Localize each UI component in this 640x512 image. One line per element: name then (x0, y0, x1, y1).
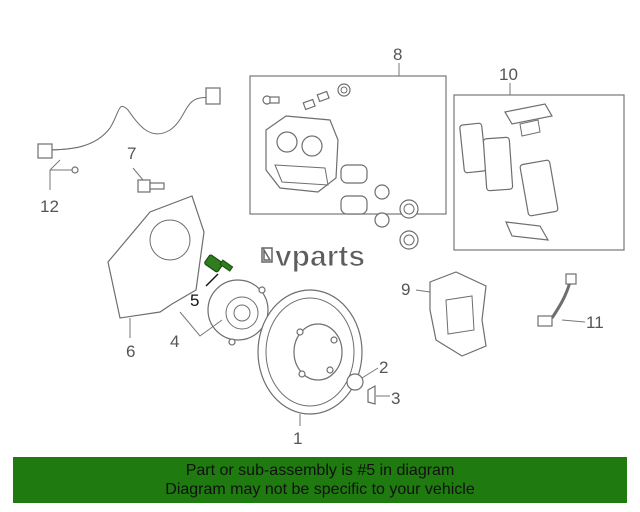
callout-5: 5 (190, 291, 199, 310)
callout-3: 3 (391, 389, 400, 408)
callout-9: 9 (401, 280, 410, 299)
vparts-watermark: vparts (261, 240, 366, 274)
brake-hose (537, 273, 586, 327)
abs-sensor-harness (37, 87, 221, 190)
caliper-bracket (415, 271, 487, 357)
callout-4: 4 (170, 332, 179, 351)
parts-diagram: 1 2 3 4 5 6 7 8 9 10 11 12 vparts (37, 45, 625, 448)
callout-1: 1 (293, 429, 302, 448)
nut-and-clip (346, 367, 390, 405)
callout-11: 11 (586, 313, 604, 332)
wheel-stud-bolt (204, 254, 234, 287)
info-banner: Part or sub-assembly is #5 in diagram Di… (13, 457, 627, 503)
mounting-bolt (132, 167, 165, 193)
callout-6: 6 (126, 342, 135, 361)
brake-pad-kit-group (453, 83, 625, 251)
callout-12: 12 (40, 197, 59, 216)
watermark-text: vparts (275, 240, 365, 273)
banner-line-1: Part or sub-assembly is #5 in diagram (185, 462, 455, 479)
banner-line-2: Diagram may not be specific to your vehi… (165, 481, 475, 498)
callout-7: 7 (127, 144, 136, 163)
brake-rotor (257, 289, 363, 426)
watermark-logo-mark (261, 247, 273, 263)
callout-2: 2 (379, 358, 388, 377)
callout-10: 10 (499, 65, 518, 84)
dust-shield (107, 195, 205, 338)
callout-8: 8 (393, 45, 402, 64)
caliper-kit-group (249, 63, 447, 250)
